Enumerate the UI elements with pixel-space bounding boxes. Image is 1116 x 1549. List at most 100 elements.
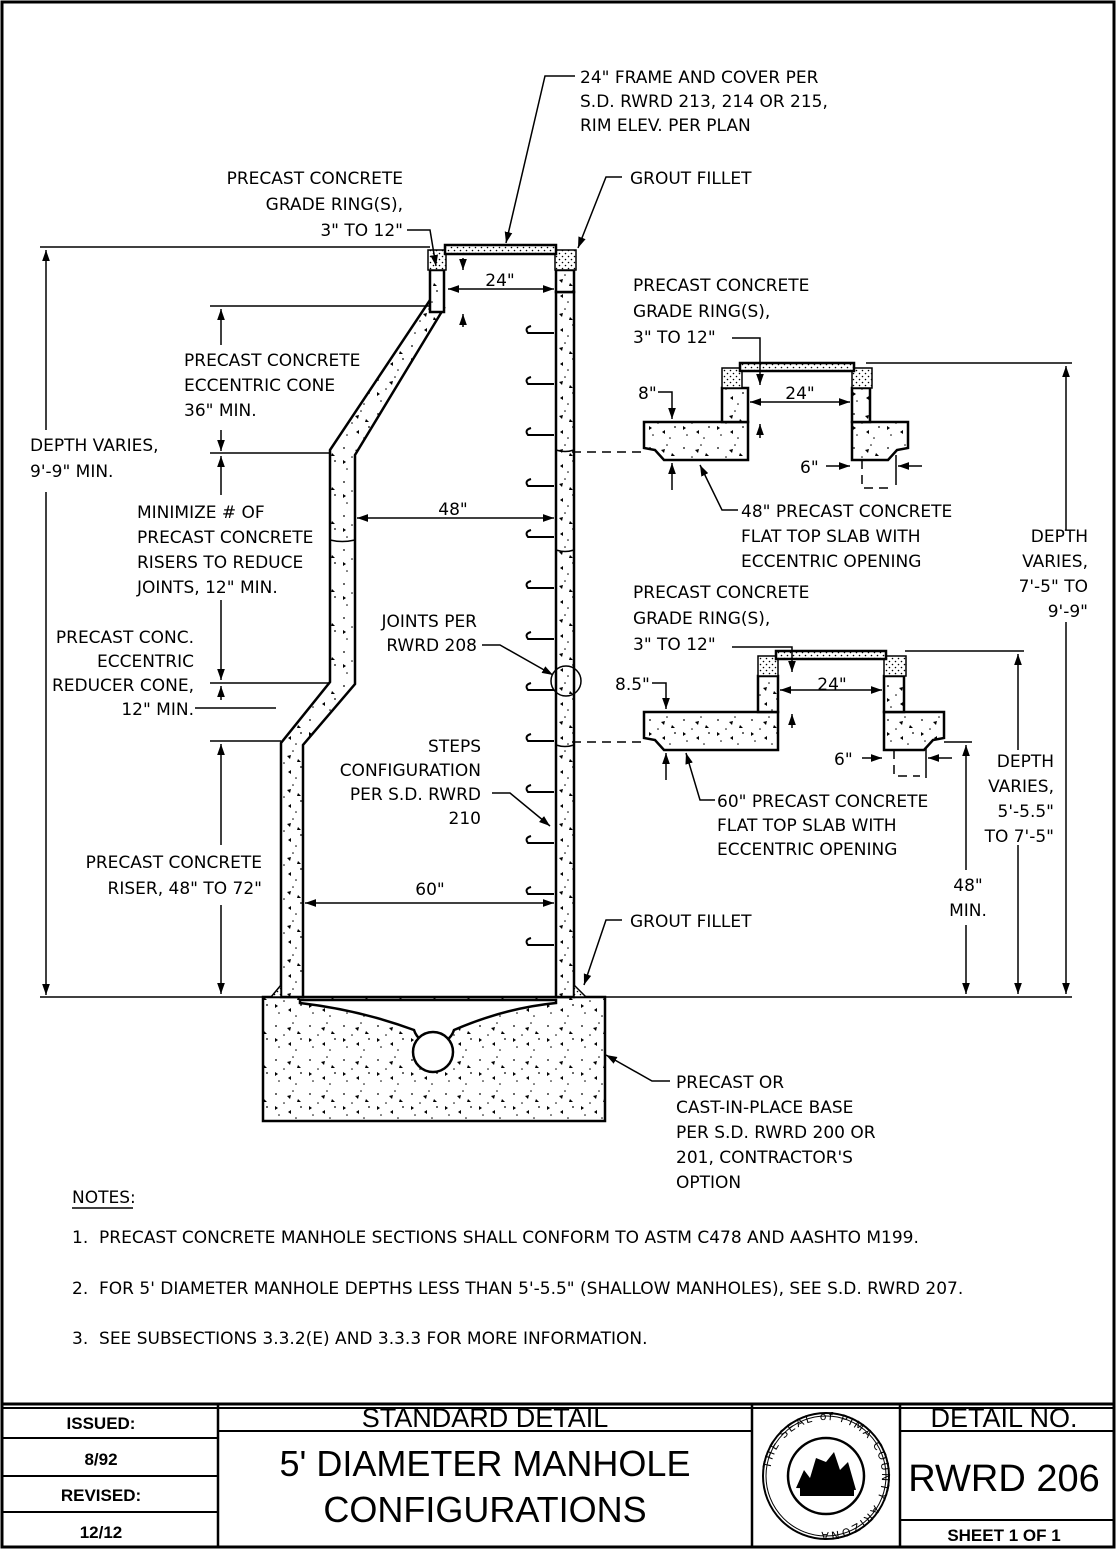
detail-number: RWRD 206 <box>908 1458 1099 1500</box>
label-line: 48" <box>953 876 982 896</box>
slab-48-frame-cover <box>738 361 856 373</box>
label-line: 5'-5.5" <box>998 802 1054 822</box>
slab60-24in: 24" <box>817 675 846 695</box>
main-dimensions <box>40 246 554 998</box>
manhole-step <box>525 682 554 691</box>
label-line: CAST-IN-PLACE BASE <box>676 1098 853 1118</box>
joints-label: JOINTS PER RWRD 208 <box>380 612 477 656</box>
label-line: ECCENTRIC OPENING <box>717 840 897 860</box>
grout-fillet-right <box>573 983 588 998</box>
left-wall <box>279 298 446 999</box>
dim-48: 48" <box>438 500 467 520</box>
manhole-step <box>525 937 554 946</box>
note-3: 3. SEE SUBSECTIONS 3.3.2(E) AND 3.3.3 FO… <box>72 1329 648 1349</box>
slab48-label: 48" PRECAST CONCRETE FLAT TOP SLAB WITH EC… <box>741 502 952 572</box>
county-seal: THE SEAL of PIMA COUNTY ARIZONA <box>760 1410 890 1542</box>
label-line: PRECAST CONCRETE <box>633 276 809 296</box>
label-line: PRECAST CONCRETE <box>137 528 313 548</box>
slab48-6in: 6" <box>800 458 819 478</box>
label-line: 48" PRECAST CONCRETE <box>741 502 952 522</box>
manhole-step <box>525 376 554 385</box>
dim-24-main: 24" <box>485 271 514 291</box>
label-line: ECCENTRIC CONE <box>184 376 335 396</box>
label-line: JOINTS PER <box>380 612 477 632</box>
label-line: 9'-9" <box>1048 602 1088 622</box>
notes-heading: NOTES: <box>72 1188 136 1208</box>
right-wall <box>554 290 576 999</box>
label-line: TO 7'-5" <box>984 827 1054 847</box>
label-line: GRADE RING(S), <box>266 195 403 215</box>
slab-60 <box>642 710 946 752</box>
label-line: PER S.D. RWRD <box>350 785 481 805</box>
label-line: DEPTH <box>1031 527 1088 547</box>
slab-60-detail <box>572 646 952 801</box>
label-line: 60" PRECAST CONCRETE <box>717 792 928 812</box>
label-line: OPTION <box>676 1173 741 1193</box>
manhole-step <box>525 427 554 436</box>
label-line: GRADE RING(S), <box>633 302 770 322</box>
joint-callout-circle <box>550 665 582 697</box>
standard-detail-heading: STANDARD DETAIL <box>362 1403 609 1433</box>
note-1: 1. PRECAST CONCRETE MANHOLE SECTIONS SHA… <box>72 1228 919 1248</box>
dim-60: 60" <box>415 880 444 900</box>
label-line: 5' DIAMETER MANHOLE <box>280 1443 691 1484</box>
label-line: CONFIGURATION <box>340 761 481 781</box>
frame-cover-grout <box>427 249 577 271</box>
label-line: 9'-9" MIN. <box>30 462 113 482</box>
base-pipe-opening <box>411 1030 455 1074</box>
grout-fillet-bottom-label: GROUT FILLET <box>630 912 752 932</box>
label-line: PRECAST OR <box>676 1073 784 1093</box>
label-line: S.D. RWRD 213, 214 OR 215, <box>580 92 828 112</box>
right-dimensions <box>606 362 1072 998</box>
manhole-steps <box>525 325 554 946</box>
depth-main-label: DEPTH VARIES,9'-9" MIN. <box>30 436 159 482</box>
label-line: FLAT TOP SLAB WITH <box>741 527 921 547</box>
label-line: 201, CONTRACTOR'S <box>676 1148 853 1168</box>
min-48-label: 48"MIN. <box>949 876 987 921</box>
slab48-24in: 24" <box>785 384 814 404</box>
label-line: VARIES, <box>1022 552 1088 572</box>
revised-label: REVISED: <box>61 1486 141 1505</box>
label-line: 7'-5" TO <box>1019 577 1088 597</box>
label-line: VARIES, <box>988 777 1054 797</box>
label-line: ECCENTRIC <box>97 652 194 672</box>
label-line: DEPTH <box>997 752 1054 772</box>
manhole-step <box>525 886 554 895</box>
slab-48-detail <box>572 337 922 511</box>
main-manhole-section <box>261 243 607 1123</box>
label-line: REDUCER CONE, <box>52 676 194 696</box>
label-line: RWRD 208 <box>386 636 477 656</box>
label-line: 210 <box>449 809 481 829</box>
label-line: RISERS TO REDUCE <box>137 553 303 573</box>
issued-date: 8/92 <box>84 1450 117 1469</box>
label-line: PRECAST CONC. <box>56 628 194 648</box>
label-line: ECCENTRIC OPENING <box>741 552 921 572</box>
note-2: 2. FOR 5' DIAMETER MANHOLE DEPTHS LESS T… <box>72 1279 963 1299</box>
title-block: ISSUED: 8/92 REVISED: 12/12 STANDARD DET… <box>2 1402 1114 1547</box>
slab60-6in: 6" <box>834 750 853 770</box>
label-line: 36" MIN. <box>184 401 257 421</box>
slab60-85in: 8.5" <box>615 675 650 695</box>
label-line: 3" TO 12" <box>320 221 403 241</box>
grout-fillet-left <box>269 982 282 998</box>
label-line: PRECAST CONCRETE <box>633 583 809 603</box>
manhole-step <box>525 529 554 538</box>
manhole-step <box>525 325 554 334</box>
manhole-step <box>525 580 554 589</box>
label-line: JOINTS, 12" MIN. <box>136 578 278 598</box>
detail-no-label: DETAIL NO. <box>930 1403 1077 1433</box>
label-line: FLAT TOP SLAB WITH <box>717 816 897 836</box>
